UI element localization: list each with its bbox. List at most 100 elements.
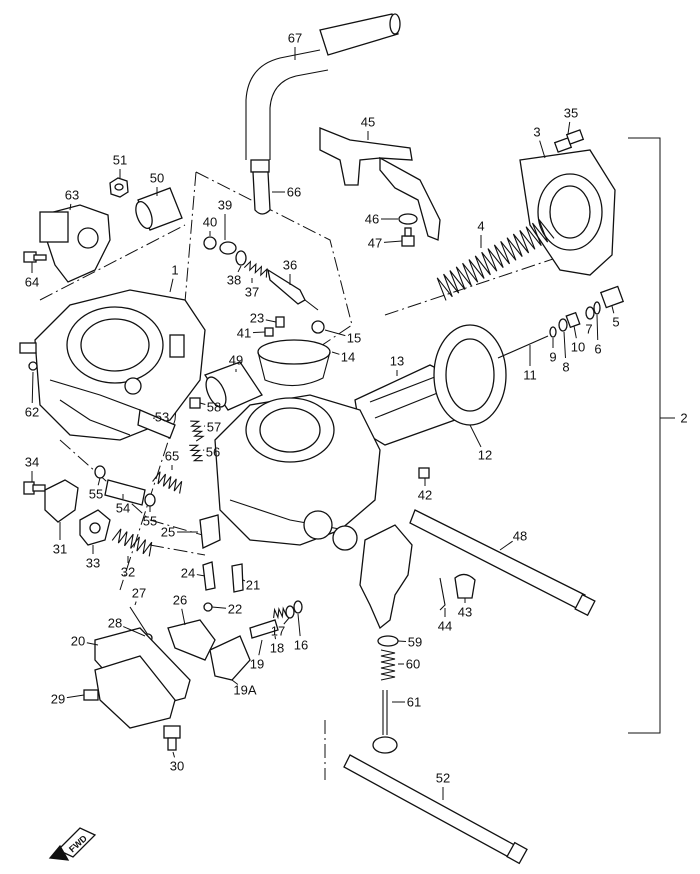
part-4-spring [436, 219, 555, 301]
label-p16: 16 [294, 638, 308, 653]
label-p32: 32 [121, 565, 135, 580]
label-p67: 67 [288, 31, 302, 46]
part-55-o-ring-b [144, 493, 156, 507]
part-59-washer [377, 635, 399, 647]
label-p56: 56 [206, 445, 220, 460]
label-p33: 33 [86, 556, 100, 571]
leader-p16 [297, 613, 301, 637]
part-32-spring [111, 528, 153, 557]
label-p60: 60 [406, 657, 420, 672]
leader-p8 [563, 331, 566, 359]
part-51-nut [109, 177, 129, 198]
label-p18: 18 [270, 641, 284, 656]
part-18-spring [273, 606, 288, 620]
part-1-carburetor-body-front [214, 394, 381, 551]
leader-p23 [265, 319, 277, 323]
label-p37: 37 [245, 285, 259, 300]
label-p49: 49 [229, 353, 243, 368]
leader-p1 [169, 278, 174, 293]
part-30-screw [163, 725, 181, 751]
label-p21: 21 [246, 578, 260, 593]
part-35-screw [553, 129, 585, 153]
label-p38: 38 [227, 273, 241, 288]
part-36-jet-needle [267, 268, 319, 311]
part-55-o-ring-a [94, 465, 106, 479]
leader-p17 [283, 617, 290, 625]
label-p10: 10 [571, 340, 585, 355]
label-p20: 20 [71, 634, 85, 649]
part-49-sleeve [204, 361, 263, 411]
part-38-ring [235, 250, 247, 266]
label-p46: 46 [365, 212, 379, 227]
fwd-arrow-icon: FWD [48, 827, 97, 861]
part-10-spring [565, 311, 581, 329]
part-54-piston [104, 479, 146, 506]
label-p7: 7 [585, 322, 592, 337]
label-p19: 19 [250, 657, 264, 672]
part-12-diaphragm [433, 324, 507, 426]
part-16-o-ring [293, 600, 303, 614]
label-p64: 64 [25, 275, 39, 290]
label-p55a: 55 [89, 487, 103, 502]
leader-p6 [596, 314, 599, 341]
label-p61: 61 [407, 695, 421, 710]
leader-p38 [237, 265, 242, 273]
label-p24: 24 [181, 566, 195, 581]
leader-lines [31, 47, 675, 800]
leader-p12 [469, 424, 482, 448]
part-5-adjuster [599, 285, 625, 309]
part-3-top-cap [519, 149, 616, 276]
part-23-screw [275, 316, 285, 328]
leader-p15 [324, 329, 346, 337]
label-p55b: 55 [143, 514, 157, 529]
part-46-washer [398, 213, 418, 225]
label-p26: 26 [173, 593, 187, 608]
label-p2: 2 [680, 411, 687, 426]
part-15-screw [311, 320, 325, 334]
part-66-fitting [250, 159, 271, 215]
label-p5: 5 [612, 315, 619, 330]
leader-p10 [573, 325, 577, 339]
part-9-washer [549, 326, 557, 338]
leader-p26 [181, 608, 186, 626]
leader-p5 [611, 305, 615, 314]
part-29-screw [83, 689, 99, 701]
label-p66: 66 [287, 185, 301, 200]
part-56-spring [189, 444, 203, 462]
part-57-spring [190, 420, 205, 442]
label-p8: 8 [562, 360, 569, 375]
label-p39: 39 [218, 198, 232, 213]
label-p17: 17 [271, 624, 285, 639]
label-p47: 47 [368, 236, 382, 251]
part-14-clamp [257, 339, 331, 387]
label-p51: 51 [113, 153, 127, 168]
part-50-sleeve [135, 187, 183, 231]
label-p43: 43 [458, 605, 472, 620]
label-p19A: 19A [233, 683, 256, 698]
label-p25: 25 [161, 525, 175, 540]
leader-p27 [134, 601, 137, 606]
label-p54: 54 [116, 501, 130, 516]
part-65-spring [152, 471, 183, 494]
part-39-washer [219, 241, 237, 255]
part-26-lever [167, 619, 216, 661]
label-p53: 53 [155, 410, 169, 425]
leader-p41 [252, 331, 266, 334]
part-62-o-ring [28, 361, 38, 371]
label-p40: 40 [203, 215, 217, 230]
part-41-screw [264, 327, 274, 337]
label-p23: 23 [250, 311, 264, 326]
part-63-throttle-sensor [39, 204, 111, 283]
leader-p19A [231, 679, 239, 685]
label-p65: 65 [165, 449, 179, 464]
label-p1: 1 [171, 263, 178, 278]
leader-p20 [86, 642, 99, 646]
leader-p22 [211, 606, 227, 609]
leader-p62 [31, 371, 34, 404]
part-25-plunger [199, 514, 221, 549]
assembly-bracket [628, 137, 661, 734]
label-p31: 31 [53, 542, 67, 557]
part-24-pin [202, 561, 216, 591]
